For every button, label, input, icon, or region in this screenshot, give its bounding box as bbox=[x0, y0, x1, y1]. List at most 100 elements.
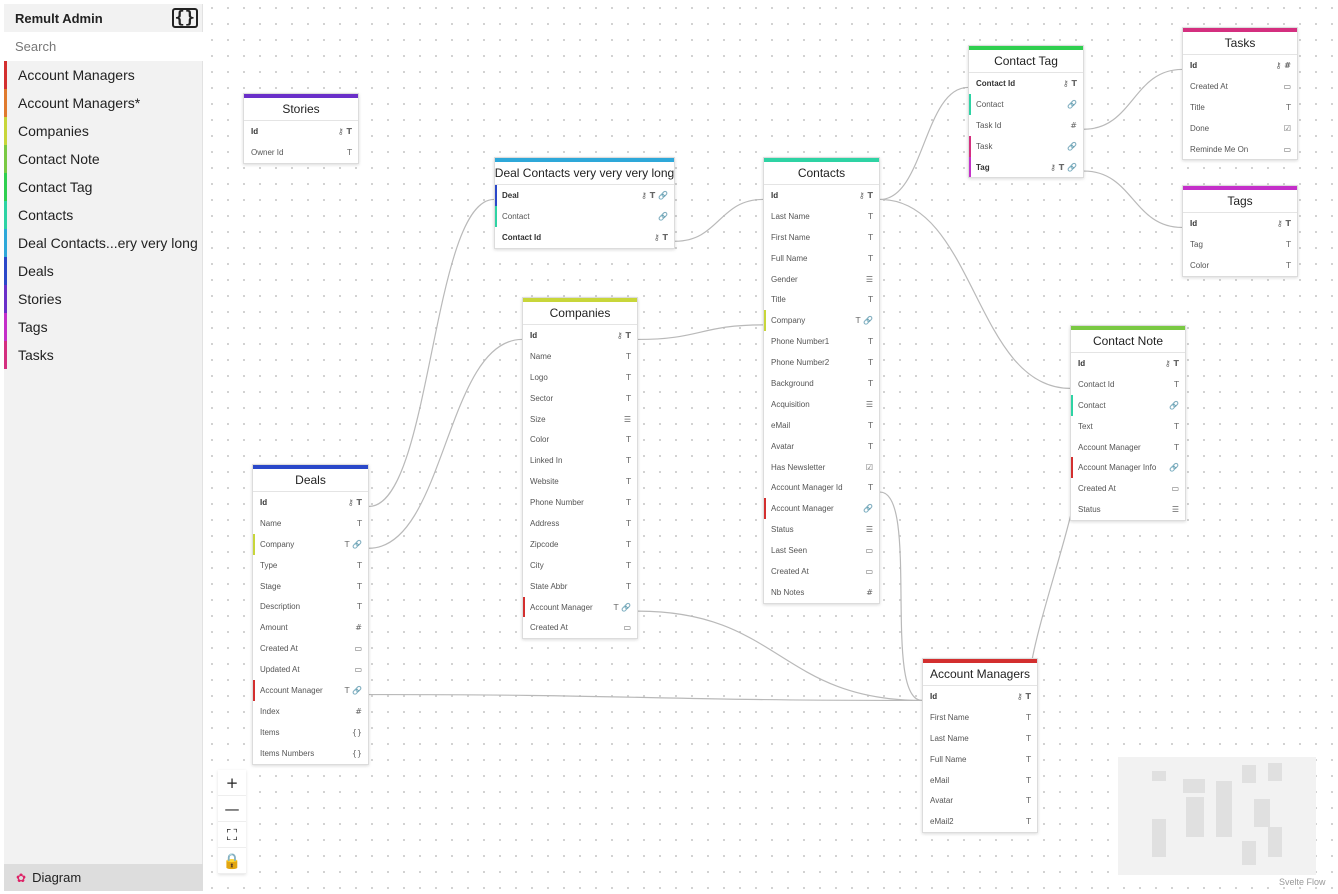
sidebar-item[interactable]: Deals bbox=[4, 257, 202, 285]
sidebar-item[interactable]: Contact Tag bbox=[4, 173, 202, 201]
field-row[interactable]: Reminde Me On▭ bbox=[1183, 139, 1297, 160]
field-row[interactable]: Updated At▭ bbox=[253, 659, 368, 680]
attribution[interactable]: Svelte Flow bbox=[1279, 877, 1326, 887]
field-row[interactable]: Created At▭ bbox=[1183, 76, 1297, 97]
sidebar-item[interactable]: Tags bbox=[4, 313, 202, 341]
field-row[interactable]: Size☰ bbox=[523, 409, 637, 430]
field-row[interactable]: Id⚷ T bbox=[1183, 213, 1297, 234]
fit-view-icon[interactable]: ⛶ bbox=[218, 822, 246, 848]
sidebar-item[interactable]: Account Managers* bbox=[4, 89, 202, 117]
sidebar-item[interactable]: Account Managers bbox=[4, 61, 202, 89]
field-row[interactable]: Account Manager Info🔗 bbox=[1071, 457, 1185, 479]
field-row[interactable]: Gender☰ bbox=[764, 269, 879, 290]
field-row[interactable]: Index# bbox=[253, 701, 368, 722]
field-row[interactable]: Acquisition☰ bbox=[764, 394, 879, 415]
field-row[interactable]: Done☑ bbox=[1183, 118, 1297, 139]
search-input[interactable] bbox=[4, 32, 203, 61]
field-row[interactable]: Amount# bbox=[253, 617, 368, 638]
lock-icon[interactable]: 🔒 bbox=[218, 848, 246, 874]
sidebar-item[interactable]: Tasks bbox=[4, 341, 202, 369]
field-row[interactable]: Created At▭ bbox=[253, 638, 368, 659]
braces-icon[interactable]: {} bbox=[171, 8, 198, 28]
field-row[interactable]: Id⚷ T bbox=[1071, 353, 1185, 374]
sidebar-item[interactable]: Stories bbox=[4, 285, 202, 313]
field-row[interactable]: Items Numbers{} bbox=[253, 743, 368, 764]
sidebar-item[interactable]: Companies bbox=[4, 117, 202, 145]
field-row[interactable]: Created At▭ bbox=[1071, 478, 1185, 499]
field-row[interactable]: Has Newsletter☑ bbox=[764, 457, 879, 478]
field-row[interactable]: Status☰ bbox=[764, 519, 879, 540]
diagram-button[interactable]: ✿ Diagram bbox=[4, 864, 203, 891]
field-row[interactable]: Deal⚷ T 🔗 bbox=[495, 185, 674, 206]
sidebar-item[interactable]: Deal Contacts...ery very long bbox=[4, 229, 202, 257]
field-row[interactable]: Contact🔗 bbox=[969, 93, 1083, 115]
field-row[interactable]: Id⚷ # bbox=[1183, 55, 1297, 76]
zoom-out-icon[interactable]: — bbox=[218, 796, 246, 822]
field-row[interactable]: Contact Id⚷ T bbox=[495, 227, 674, 248]
field-row[interactable]: Id⚷ T bbox=[923, 686, 1037, 707]
field-row[interactable]: Created At▭ bbox=[764, 561, 879, 582]
field-row[interactable]: Contact🔗 bbox=[1071, 394, 1185, 416]
field-row[interactable]: Id⚷ T bbox=[764, 185, 879, 206]
field-row[interactable]: Created At▭ bbox=[523, 617, 637, 638]
field-row[interactable]: Last Seen▭ bbox=[764, 540, 879, 561]
field-row[interactable]: Id⚷ T bbox=[253, 492, 368, 513]
zoom-in-icon[interactable]: + bbox=[218, 770, 246, 796]
field-row[interactable]: Task🔗 bbox=[969, 135, 1083, 157]
sidebar-item[interactable]: Contact Note bbox=[4, 145, 202, 173]
field-row[interactable]: Tag⚷ T 🔗 bbox=[969, 156, 1083, 178]
field-row[interactable]: Nb Notes# bbox=[764, 582, 879, 603]
minimap[interactable] bbox=[1118, 757, 1316, 875]
